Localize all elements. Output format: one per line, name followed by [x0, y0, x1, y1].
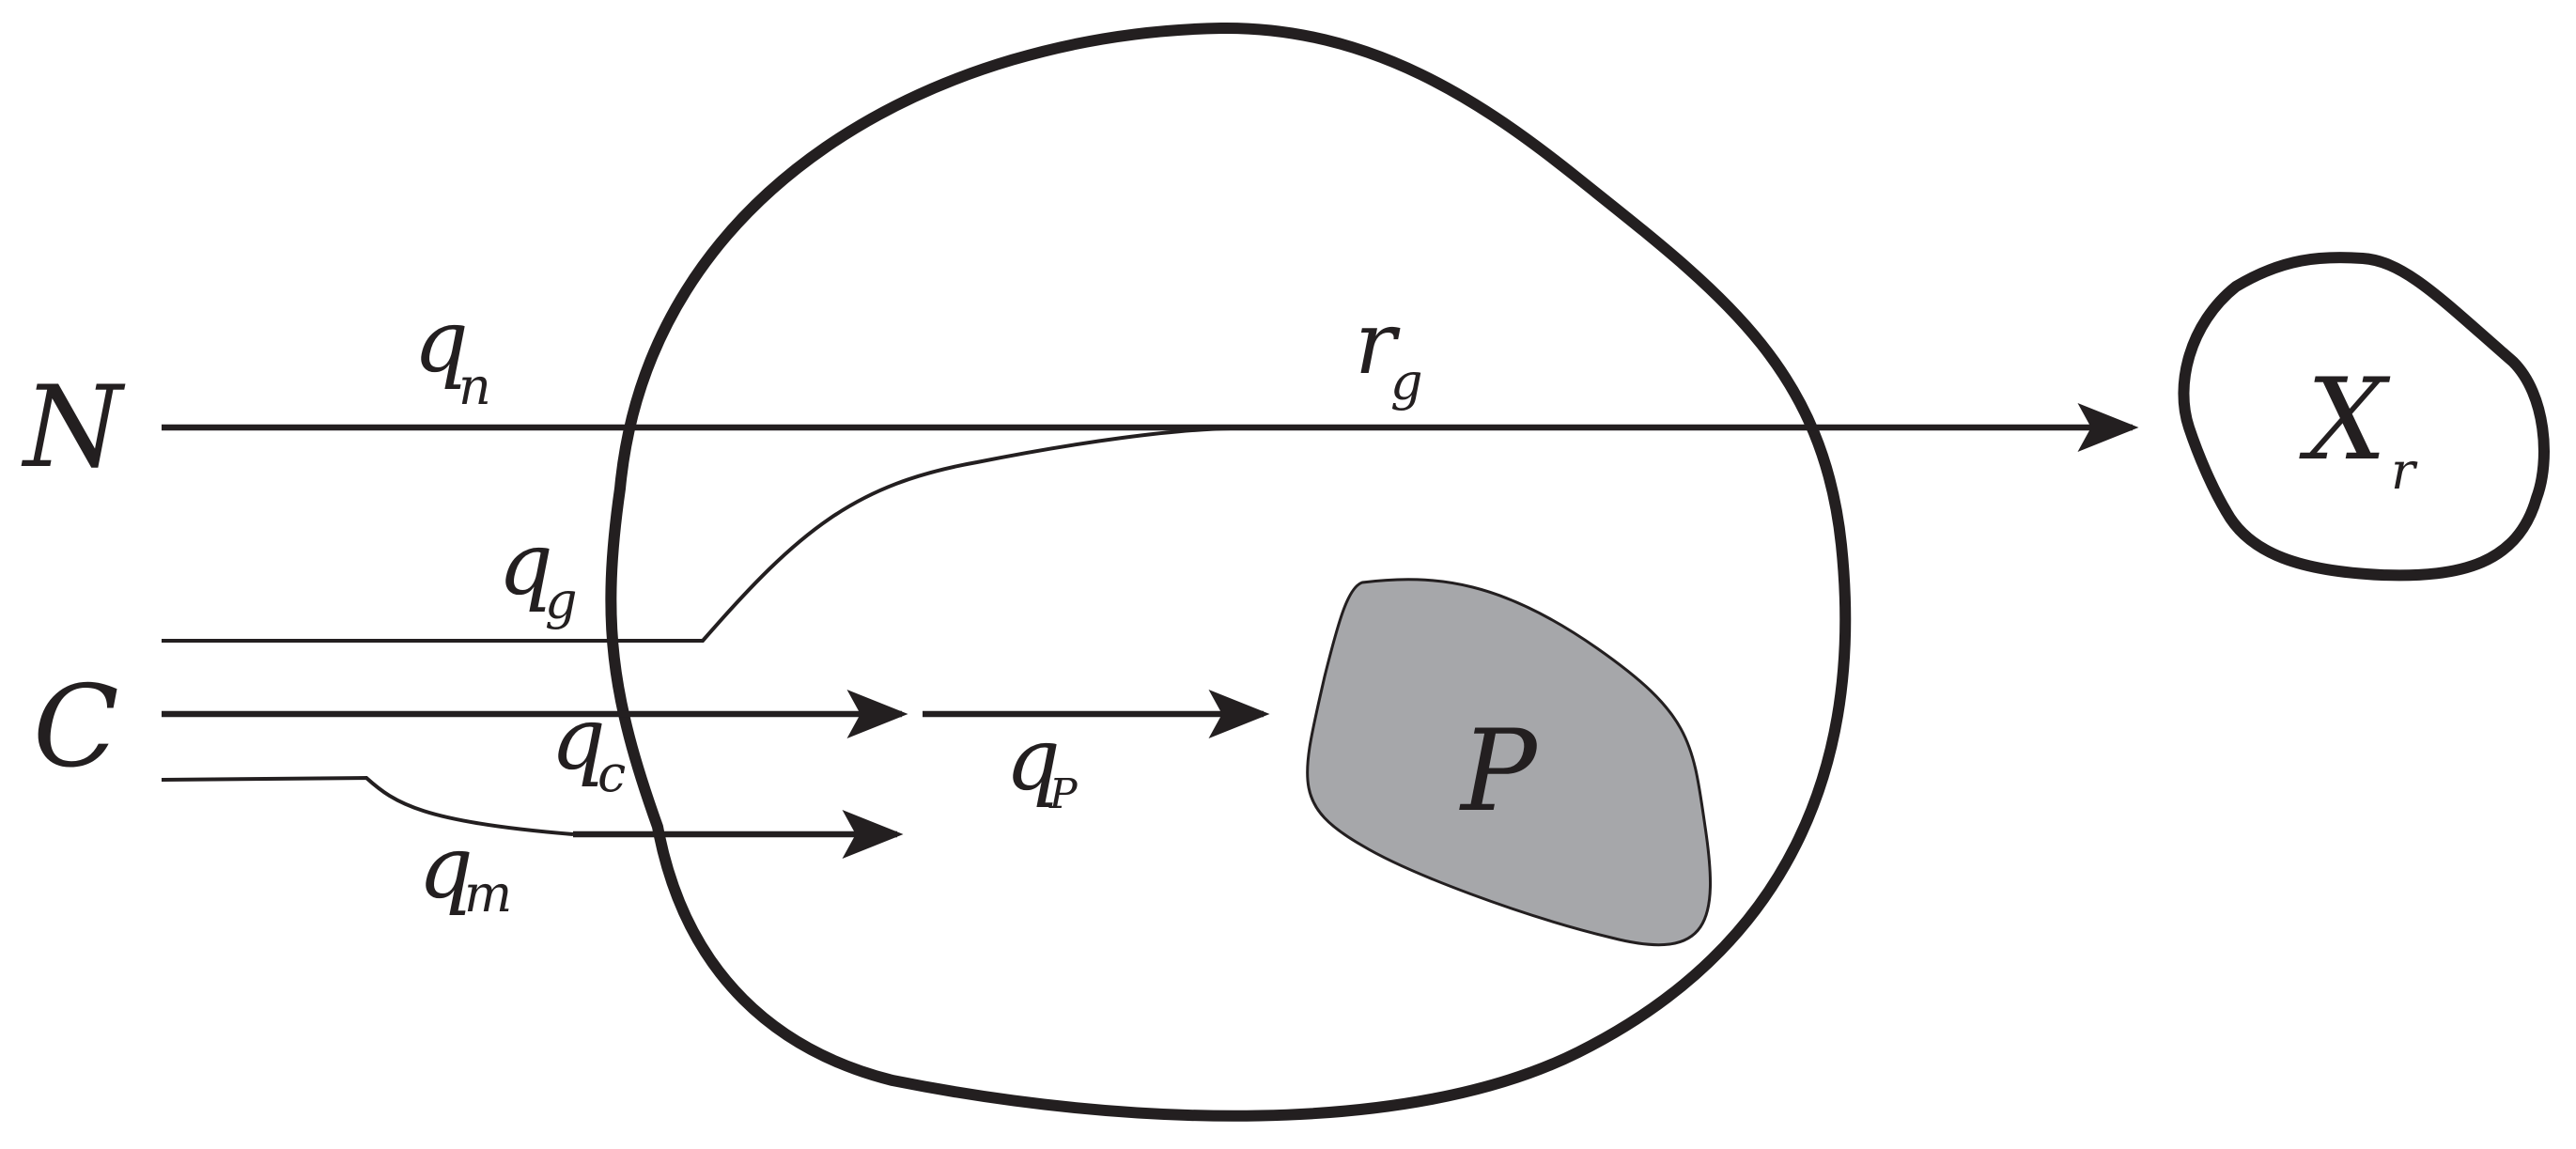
flow-label-qc-sub: c	[597, 744, 626, 803]
node-label-n: N	[21, 363, 126, 493]
container-boundary	[605, 22, 1852, 1122]
node-label-c: C	[33, 662, 119, 793]
node-label-x: X	[2299, 355, 2391, 486]
flow-label-qp: q	[1005, 709, 1061, 810]
flow-label-qg-sub: g	[545, 571, 578, 630]
pool-p-shape	[1306, 578, 1712, 947]
flow-label-qn: q	[413, 291, 469, 392]
flow-label-qm: q	[418, 817, 473, 918]
node-label-x-sub: r	[2391, 442, 2418, 501]
flow-label-qg: q	[498, 514, 553, 614]
flow-label-qn-sub: n	[458, 357, 491, 416]
flow-qg-line	[162, 427, 1232, 643]
flow-label-qc: q	[551, 689, 606, 789]
flow-label-qm-sub: m	[464, 864, 512, 924]
flow-label-qp-sub: P	[1048, 770, 1079, 818]
flow-label-rg: r	[1355, 293, 1401, 394]
node-label-p: P	[1459, 706, 1539, 837]
pool-x-shape	[2178, 252, 2550, 582]
flow-label-rg-sub: g	[1390, 352, 1423, 411]
flow-qm-line	[161, 775, 574, 836]
